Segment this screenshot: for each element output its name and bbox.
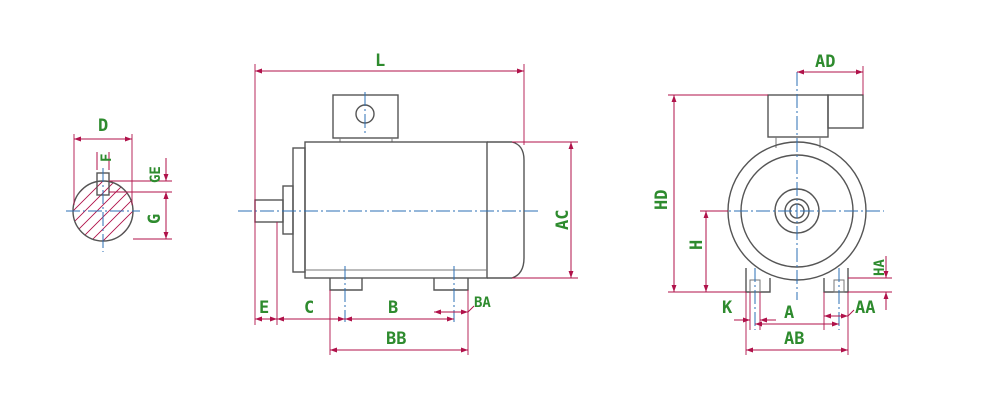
label-h: H — [687, 240, 707, 250]
motor-side-view: L AC E C B BA BB — [238, 51, 578, 355]
label-ge: GE — [148, 166, 164, 183]
label-d: D — [98, 116, 108, 136]
label-b: B — [388, 298, 398, 318]
label-ab: AB — [784, 329, 804, 349]
label-c: C — [304, 298, 314, 318]
front-terminal-box — [767, 94, 829, 138]
dim-aa-leader — [847, 309, 855, 317]
label-l: L — [375, 51, 385, 71]
side-fan-cover — [487, 141, 525, 279]
label-ad: AD — [815, 52, 835, 72]
label-g: G — [145, 214, 165, 224]
side-end-shield — [292, 147, 306, 273]
side-foot-left — [329, 278, 363, 291]
label-ha: HA — [872, 259, 888, 276]
label-hd: HD — [652, 190, 672, 210]
side-body — [304, 141, 488, 279]
side-foot-right — [433, 278, 469, 291]
label-aa: AA — [855, 298, 875, 318]
side-flange — [282, 185, 294, 235]
motor-front-view: AD HD H HA K A AA AB — [652, 52, 892, 355]
label-k: K — [722, 298, 733, 318]
label-e: E — [259, 298, 269, 318]
label-bb: BB — [386, 329, 406, 349]
label-ac: AC — [553, 210, 573, 230]
label-f: F — [99, 154, 115, 162]
dim-ba-leader — [467, 305, 475, 313]
shaft-end-view: D F GE G — [66, 116, 172, 252]
front-terminal-cable-gland — [827, 94, 864, 129]
label-ba: BA — [474, 295, 491, 311]
label-a: A — [784, 303, 794, 323]
